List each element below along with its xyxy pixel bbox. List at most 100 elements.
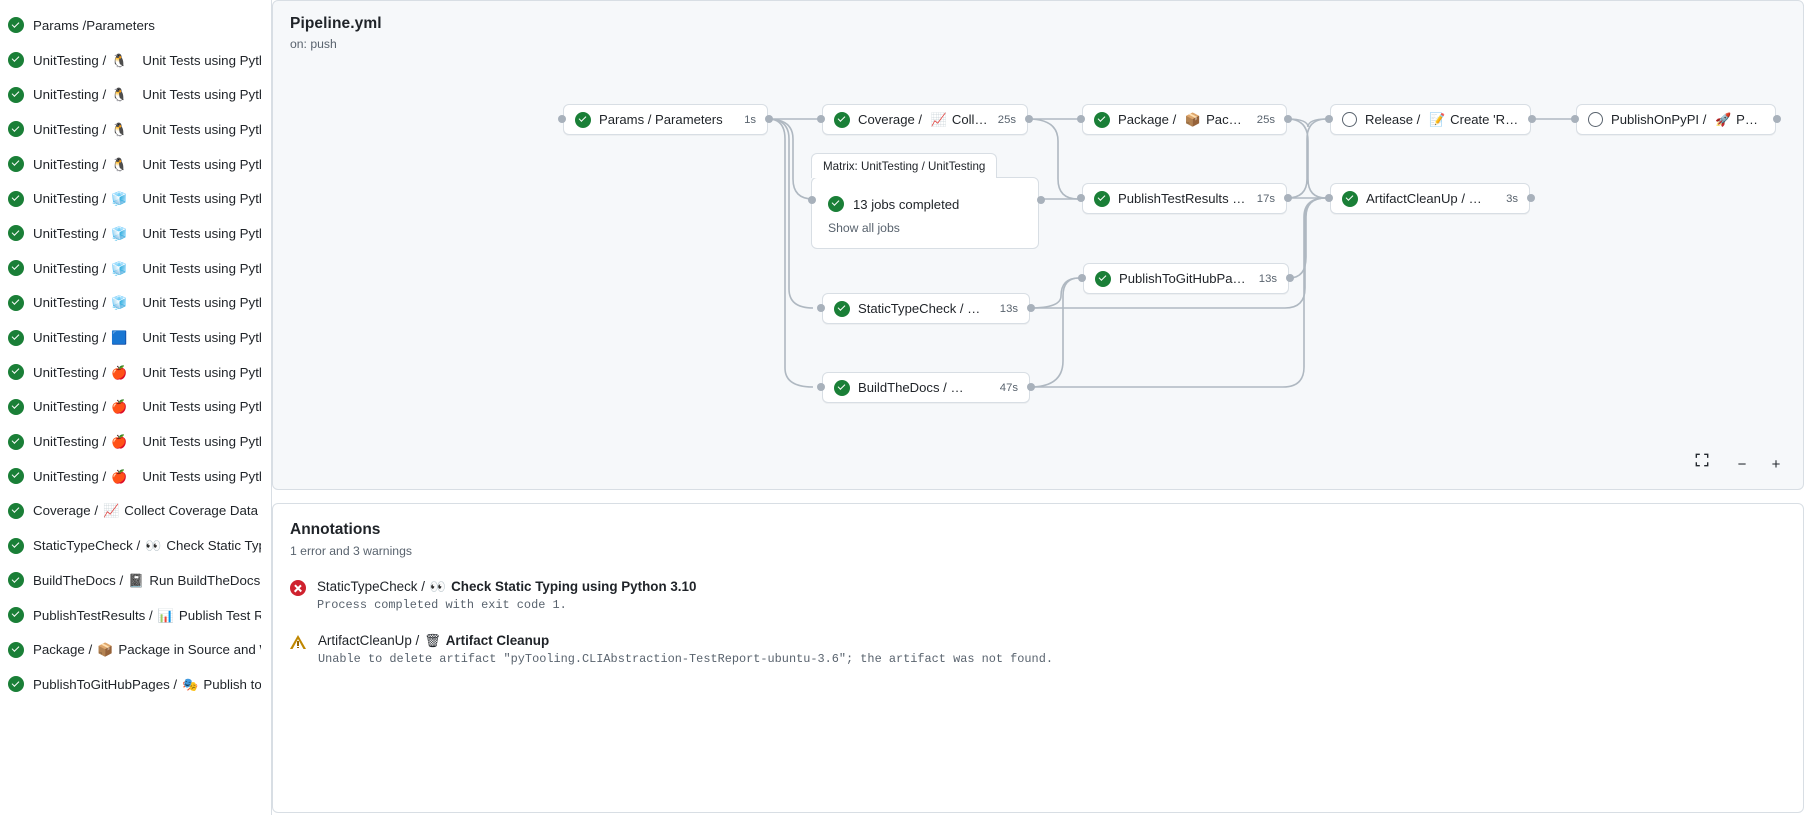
job-prefix: UnitTesting / bbox=[33, 191, 107, 207]
graph-zoom-controls[interactable]: − + bbox=[1695, 453, 1787, 475]
chart-increasing-icon: 📈 bbox=[930, 112, 947, 127]
sidebar-job-item[interactable]: UnitTesting / 🟦Unit Tests using Pyth... bbox=[0, 320, 271, 355]
sidebar-job-item[interactable]: UnitTesting / 🐧Unit Tests using Pyth... bbox=[0, 77, 271, 112]
job-prefix: UnitTesting / bbox=[33, 52, 107, 68]
graph-node-artifact[interactable]: ArtifactCleanUp / 🗑Artifac...3s bbox=[1330, 183, 1530, 214]
node-status bbox=[1094, 190, 1110, 207]
sidebar-job-item[interactable]: BuildTheDocs / 📓Run BuildTheDocs bbox=[0, 563, 271, 598]
node-port-out bbox=[765, 115, 773, 123]
annotation-header: ArtifactCleanUp / 🗑Artifact Cleanup bbox=[318, 633, 1053, 648]
job-name: Unit Tests using Pyth... bbox=[142, 225, 261, 241]
sidebar-job-item[interactable]: PublishToGitHubPages / 🎭Publish to G... bbox=[0, 667, 271, 702]
node-name: Collect Cove... bbox=[951, 112, 988, 127]
graph-node-ghpages[interactable]: PublishToGitHubPages /🎭...13s bbox=[1083, 263, 1289, 294]
node-status bbox=[1094, 111, 1110, 128]
fit-screen-icon[interactable] bbox=[1695, 453, 1717, 475]
job-label: UnitTesting / 🧊Unit Tests using Pyth... bbox=[33, 226, 261, 241]
success-icon bbox=[8, 364, 24, 381]
cube-icon: 🧊 bbox=[111, 260, 128, 276]
graph-node-builddocs[interactable]: BuildTheDocs / 📓Run Buil...47s bbox=[822, 372, 1030, 403]
job-prefix: StaticTypeCheck / bbox=[33, 538, 141, 554]
node-duration: 25s bbox=[997, 113, 1016, 126]
success-icon bbox=[1094, 190, 1110, 207]
node-duration: 13s bbox=[1258, 272, 1277, 285]
sidebar-job-item[interactable]: UnitTesting / 🍎Unit Tests using Pyth... bbox=[0, 459, 271, 494]
sidebar-job-item[interactable]: PublishTestResults / 📊Publish Test Resu.… bbox=[0, 598, 271, 633]
job-status bbox=[8, 121, 24, 138]
node-name: Artifac... bbox=[1495, 191, 1496, 206]
graph-node-package[interactable]: Package / 📦Package in So...25s bbox=[1082, 104, 1287, 135]
zoom-buttons[interactable]: − + bbox=[1731, 453, 1787, 475]
node-label: StaticTypeCheck / 👀Chec... bbox=[858, 301, 990, 316]
main-content: Pipeline.yml on: push bbox=[272, 0, 1818, 815]
sidebar-job-item[interactable]: UnitTesting / 🍎Unit Tests using Pyth... bbox=[0, 424, 271, 459]
eyes-icon: 👀 bbox=[429, 579, 447, 594]
job-prefix: UnitTesting / bbox=[33, 468, 107, 484]
job-name: Unit Tests using Pyth... bbox=[142, 87, 261, 103]
zoom-in-button[interactable]: + bbox=[1771, 455, 1781, 473]
node-port-out bbox=[1773, 115, 1781, 123]
job-label: UnitTesting / 🧊Unit Tests using Pyth... bbox=[33, 261, 261, 276]
success-icon bbox=[834, 379, 850, 396]
graph-node-statictype[interactable]: StaticTypeCheck / 👀Chec...13s bbox=[822, 293, 1030, 324]
job-label: UnitTesting / 🧊Unit Tests using Pyth... bbox=[33, 191, 261, 206]
job-label: UnitTesting / 🍎Unit Tests using Pyth... bbox=[33, 469, 261, 484]
graph-node-coverage[interactable]: Coverage / 📈Collect Cove...25s bbox=[822, 104, 1028, 135]
success-icon bbox=[828, 196, 844, 212]
sidebar-job-item[interactable]: Coverage / 📈Collect Coverage Data usi... bbox=[0, 494, 271, 529]
penguin-icon: 🐧 bbox=[111, 156, 128, 172]
annotation-prefix: StaticTypeCheck / bbox=[317, 579, 425, 594]
sidebar-job-item[interactable]: UnitTesting / 🍎Unit Tests using Pyth... bbox=[0, 355, 271, 390]
sidebar-job-item[interactable]: Package / 📦Package in Source and Wh... bbox=[0, 632, 271, 667]
node-status bbox=[1095, 270, 1111, 287]
sidebar-job-item[interactable]: UnitTesting / 🐧Unit Tests using Pyth... bbox=[0, 112, 271, 147]
node-port-in bbox=[558, 115, 566, 123]
graph-node-release[interactable]: Release / 📝Create 'Release P... bbox=[1330, 104, 1531, 135]
job-name: Publish Test Resu... bbox=[178, 607, 261, 623]
graph-node-pypi[interactable]: PublishOnPyPI / 🚀Publish to ... bbox=[1576, 104, 1776, 135]
warning-icon bbox=[290, 634, 307, 650]
sidebar-job-item[interactable]: UnitTesting / 🧊Unit Tests using Pyth... bbox=[0, 286, 271, 321]
job-prefix: UnitTesting / bbox=[33, 295, 107, 311]
success-icon bbox=[8, 468, 24, 485]
sidebar-job-item[interactable]: StaticTypeCheck / 👀Check Static Typing..… bbox=[0, 528, 271, 563]
matrix-summary-label: 13 jobs completed bbox=[853, 196, 960, 212]
sidebar-job-item[interactable]: UnitTesting / 🐧Unit Tests using Pyth... bbox=[0, 43, 271, 78]
sidebar-job-item[interactable]: UnitTesting / 🐧Unit Tests using Pyth... bbox=[0, 147, 271, 182]
success-icon bbox=[1095, 270, 1111, 287]
matrix-port-in bbox=[808, 196, 816, 204]
success-icon bbox=[8, 190, 24, 207]
show-all-jobs-link[interactable]: Show all jobs bbox=[828, 221, 900, 235]
job-prefix: UnitTesting / bbox=[33, 364, 107, 380]
job-label: PublishToGitHubPages / 🎭Publish to G... bbox=[33, 677, 261, 692]
sidebar-job-item[interactable]: UnitTesting / 🧊Unit Tests using Pyth... bbox=[0, 216, 271, 251]
success-icon bbox=[1094, 111, 1110, 128]
matrix-summary-row[interactable]: 13 jobs completed bbox=[828, 196, 1022, 212]
annotation-header: StaticTypeCheck / 👀Check Static Typing u… bbox=[317, 579, 696, 594]
node-port-in bbox=[1571, 115, 1579, 123]
job-status bbox=[8, 225, 24, 242]
job-status bbox=[8, 86, 24, 103]
node-port-out bbox=[1284, 115, 1292, 123]
apple-icon: 🍎 bbox=[111, 434, 128, 450]
node-port-out bbox=[1527, 194, 1535, 202]
sidebar-job-item[interactable]: Params / Parameters bbox=[0, 8, 271, 43]
annotation-item[interactable]: StaticTypeCheck / 👀Check Static Typing u… bbox=[290, 579, 1803, 612]
page-title: Pipeline.yml bbox=[290, 15, 382, 32]
zoom-out-button[interactable]: − bbox=[1737, 455, 1747, 473]
node-prefix: PublishOnPyPI / bbox=[1611, 112, 1710, 127]
job-name: Unit Tests using Pyth... bbox=[142, 364, 261, 380]
sidebar-job-item[interactable]: UnitTesting / 🧊Unit Tests using Pyth... bbox=[0, 181, 271, 216]
job-prefix: Params / bbox=[33, 17, 87, 33]
graph-node-testresults[interactable]: PublishTestResults / 📊Pu...17s bbox=[1082, 183, 1287, 214]
job-status bbox=[8, 156, 24, 173]
job-label: PublishTestResults / 📊Publish Test Resu.… bbox=[33, 608, 261, 623]
sidebar-job-item[interactable]: UnitTesting / 🍎Unit Tests using Pyth... bbox=[0, 390, 271, 425]
node-label: PublishOnPyPI / 🚀Publish to ... bbox=[1611, 112, 1764, 127]
sidebar-job-item[interactable]: UnitTesting / 🧊Unit Tests using Pyth... bbox=[0, 251, 271, 286]
node-label: BuildTheDocs / 📓Run Buil... bbox=[858, 380, 990, 395]
